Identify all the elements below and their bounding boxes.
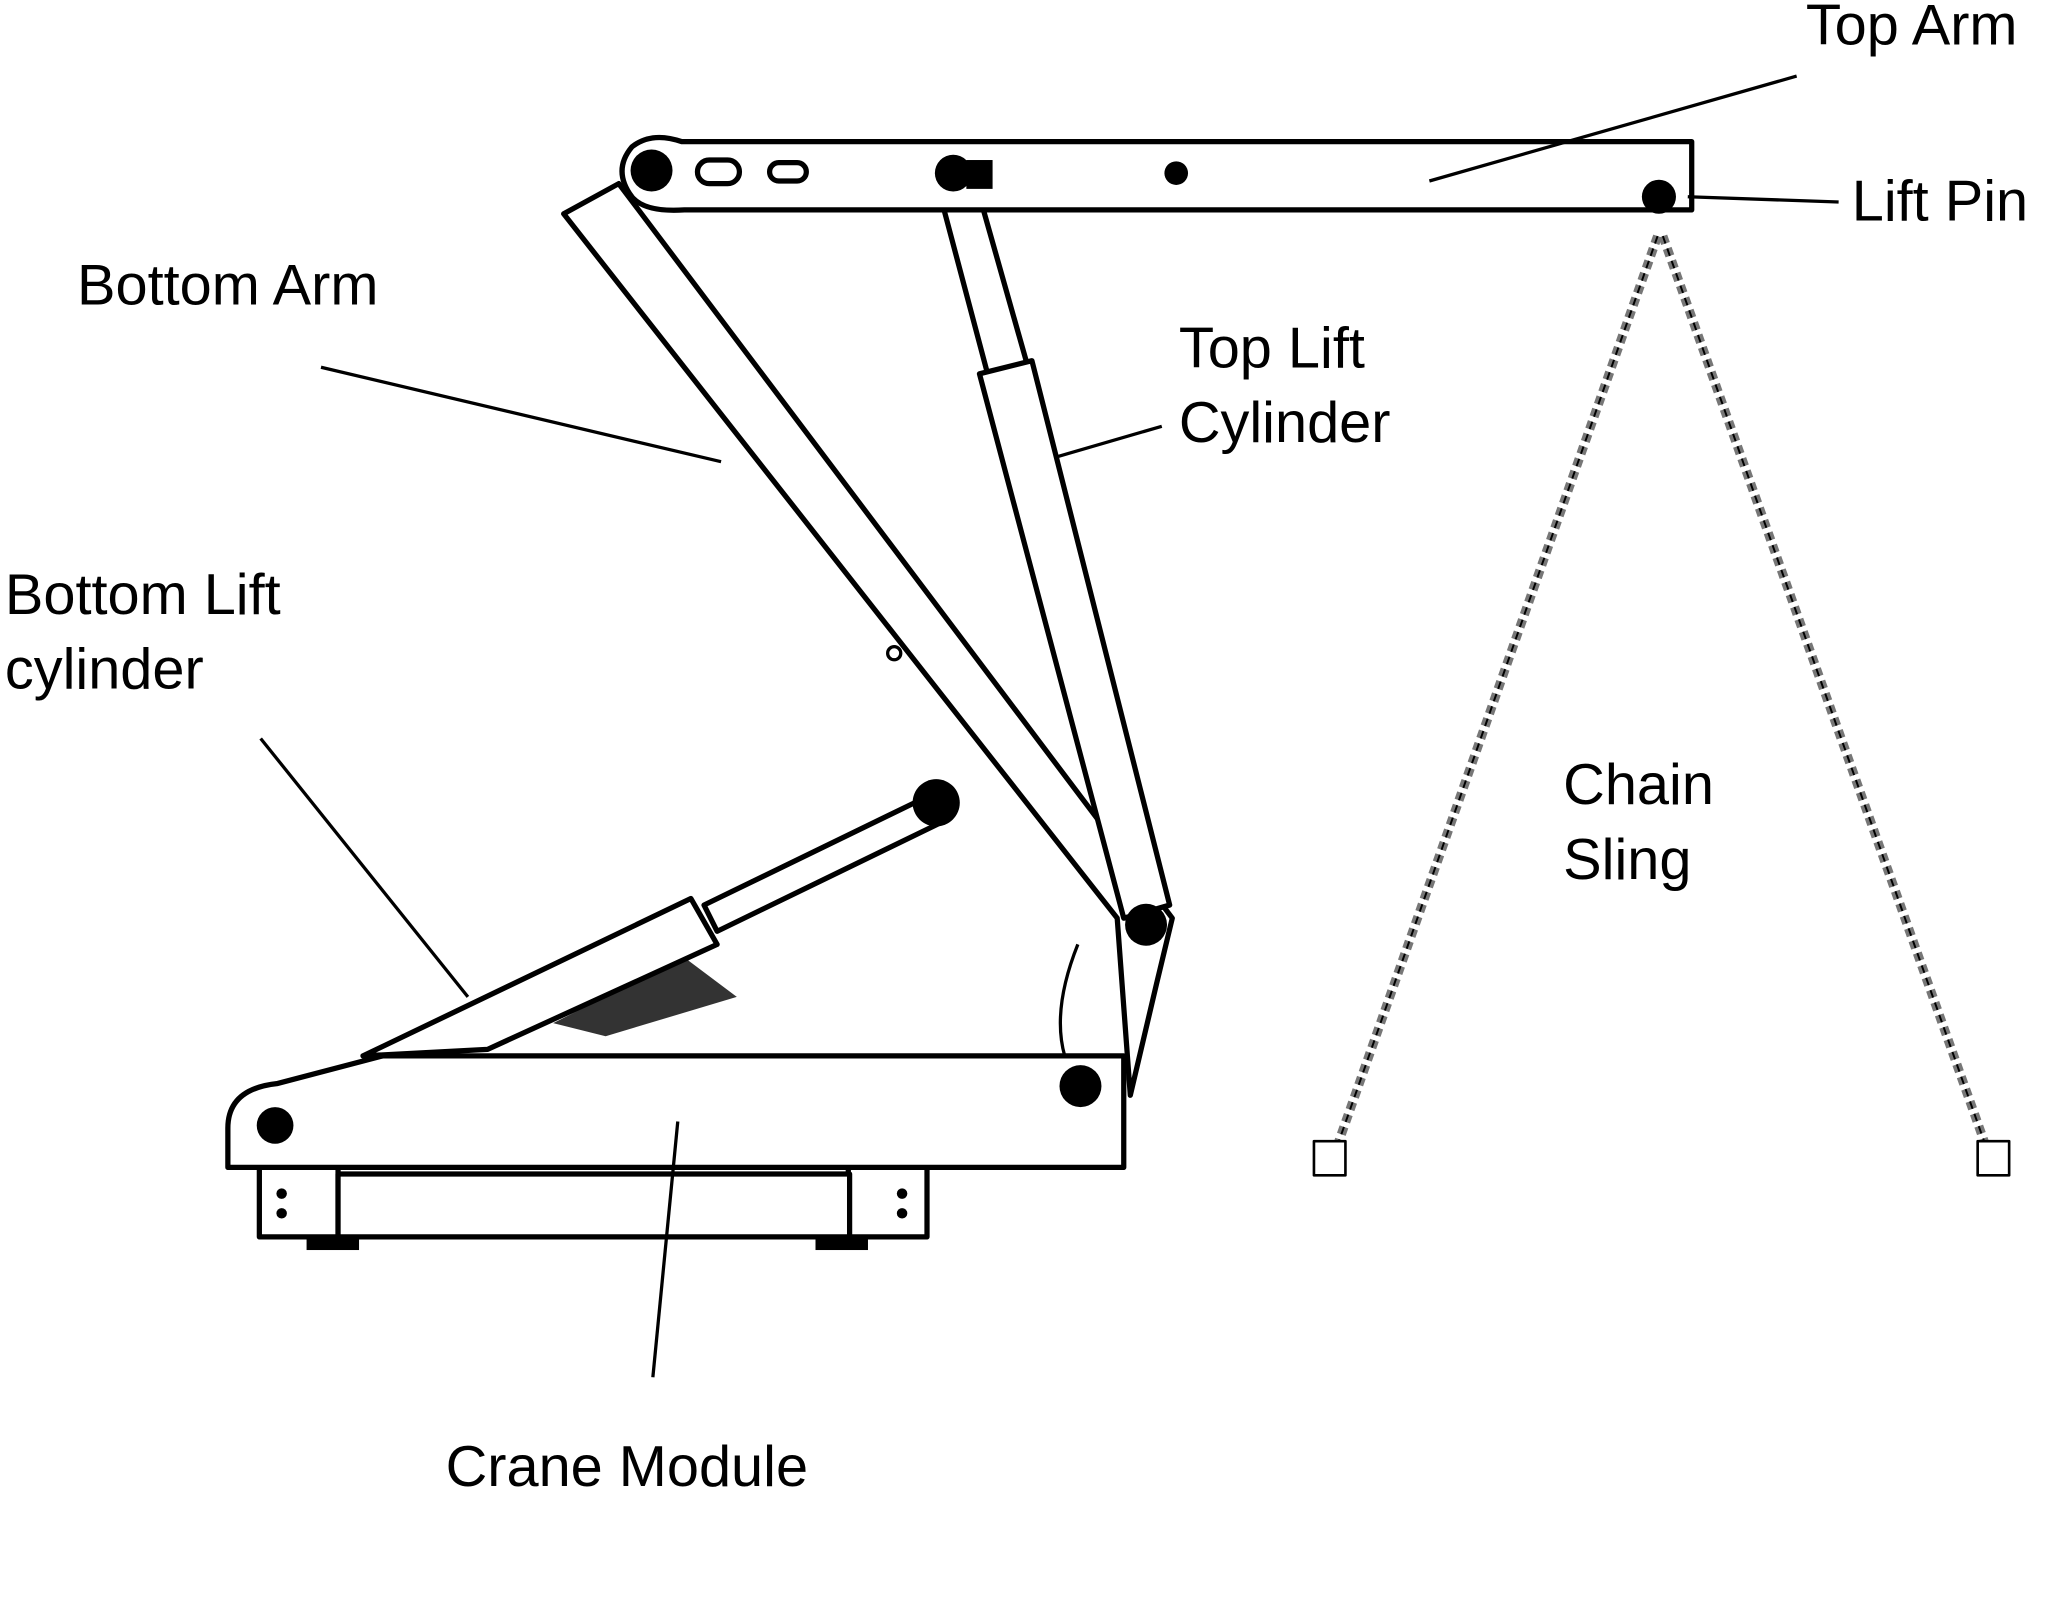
label-bottom-arm: Bottom Arm bbox=[77, 253, 378, 317]
label-top-arm: Top Arm bbox=[1806, 0, 2018, 58]
label-top-lift-cylinder-2: Cylinder bbox=[1179, 391, 1391, 455]
label-chain-sling-2: Sling bbox=[1563, 828, 1691, 892]
top-arm bbox=[619, 134, 1695, 214]
chain-sling bbox=[1312, 234, 2011, 1177]
bottom-arm bbox=[561, 181, 1175, 1098]
label-chain-sling-1: Chain bbox=[1563, 753, 1714, 817]
label-crane-module: Crane Module bbox=[446, 1435, 808, 1499]
top-lift-cylinder bbox=[941, 207, 1173, 946]
label-lift-pin: Lift Pin bbox=[1852, 169, 2028, 233]
label-top-lift-cylinder-1: Top Lift bbox=[1179, 316, 1365, 380]
leader-lines bbox=[259, 74, 1839, 1378]
label-bottom-lift-cylinder-1: Bottom Lift bbox=[5, 563, 281, 627]
label-bottom-lift-cylinder-2: cylinder bbox=[5, 638, 204, 702]
bottom-lift-cylinder bbox=[360, 779, 960, 1059]
crane-module bbox=[225, 1053, 1127, 1251]
lift-pin bbox=[1641, 179, 1676, 214]
